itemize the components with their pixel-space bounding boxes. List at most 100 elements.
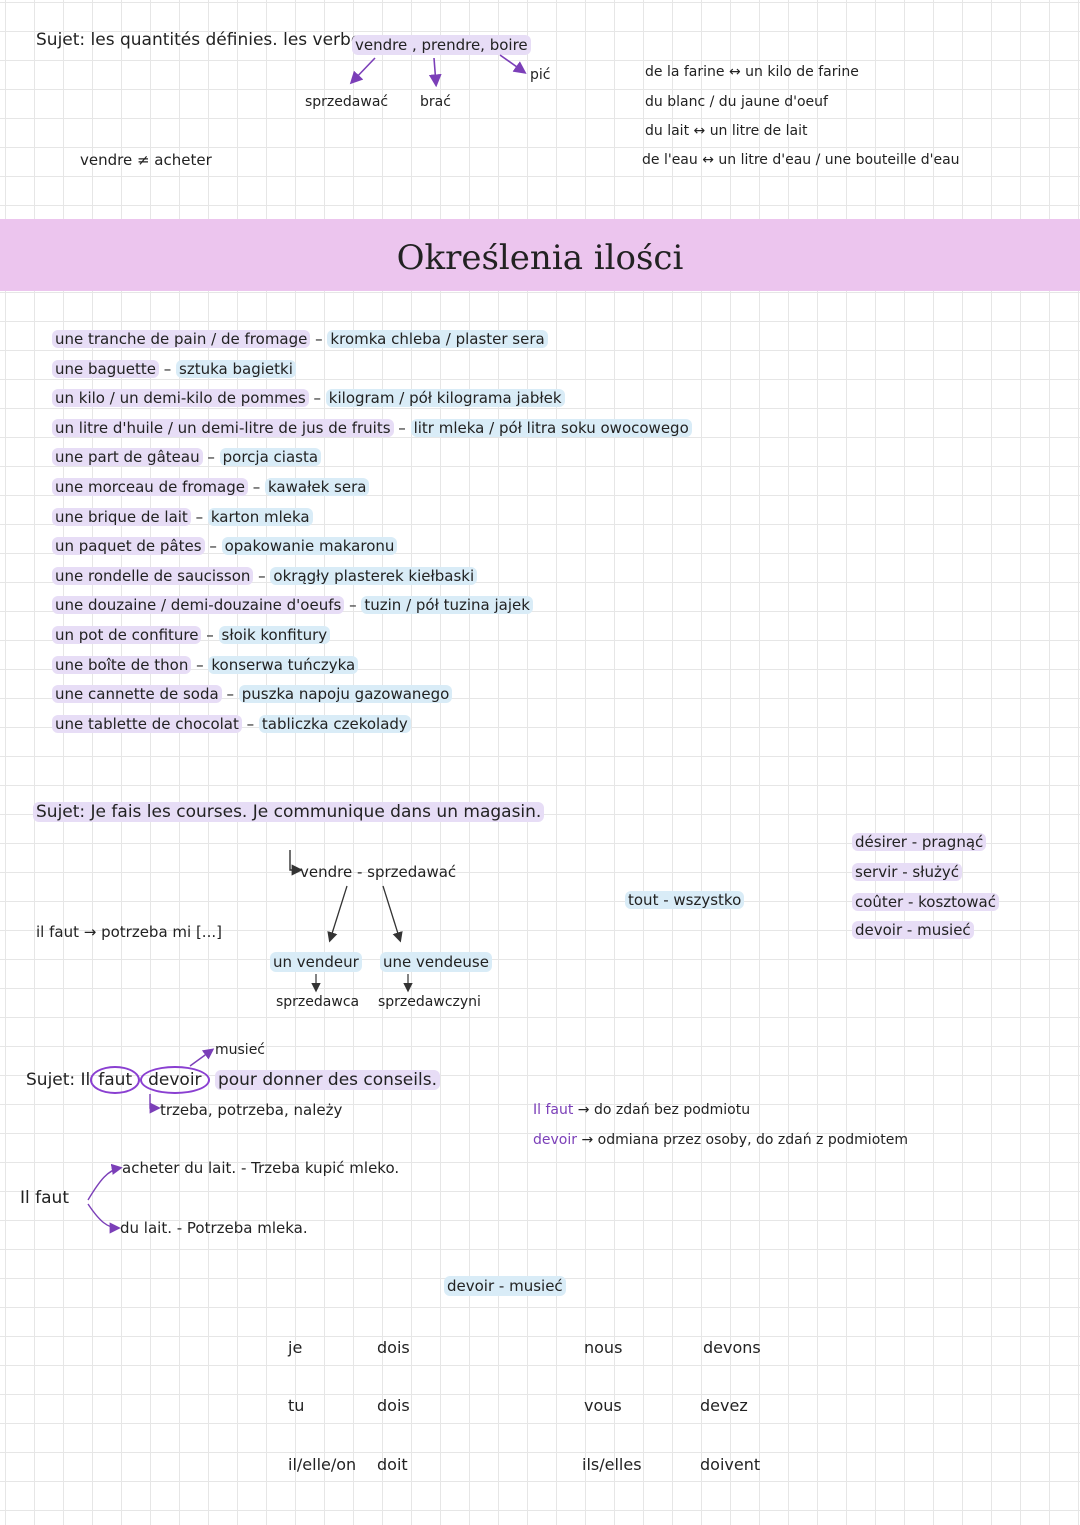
side-word-text: devoir - musieć — [852, 921, 974, 939]
vocab-fr: une tablette de chocolat — [52, 714, 242, 733]
vocab-item: un litre d'huile / un demi-litre de jus … — [52, 414, 692, 444]
side-word-4: devoir - musieć — [852, 920, 974, 940]
conj-pronoun: vous — [584, 1396, 622, 1415]
note-devoir-label: devoir — [533, 1132, 577, 1148]
arrow-ex2 — [87, 1203, 121, 1234]
sprzedawca-label: sprzedawca — [276, 994, 360, 1010]
vocab-item: une tablette de chocolat – tabliczka cze… — [52, 710, 692, 740]
side-word-1: désirer - pragnąć — [852, 832, 987, 852]
vocab-fr: une rondelle de saucisson — [52, 566, 254, 585]
arrow-trzeba — [149, 1094, 161, 1114]
vendeuse-label: une vendeuse — [380, 952, 492, 972]
vendre-label: vendre - sprzedawać — [300, 863, 457, 881]
vocab-item: une boîte de thon – konserwa tuńczyka — [52, 651, 692, 681]
conj-pronoun: nous — [584, 1338, 623, 1357]
vocab-item: une brique de lait – karton mleka — [52, 503, 692, 533]
vocab-fr: une boîte de thon — [52, 655, 192, 674]
tout-label: tout - wszystko — [625, 890, 745, 910]
conj-pronoun: tu — [288, 1396, 305, 1415]
conj-form: devons — [703, 1338, 761, 1357]
arrow-vendeuse — [382, 885, 403, 943]
vendeur-label: un vendeur — [270, 952, 362, 972]
section1-title-text: Sujet: les quantités définies. les verbe… — [36, 30, 371, 50]
conj-pronoun: ils/elles — [582, 1455, 642, 1474]
side-word-text: désirer - pragnąć — [852, 833, 987, 851]
vocab-pl: tuzin / pół tuzina jajek — [361, 596, 533, 615]
banner-title: Określenia ilości — [396, 238, 684, 278]
vocab-item: une douzaine / demi-douzaine d'oeufs – t… — [52, 591, 692, 621]
sprzedawczyni-label: sprzedawczyni — [378, 994, 481, 1010]
brac-label: brać — [420, 94, 451, 110]
devoir-circled: devoir — [140, 1066, 210, 1094]
vocab-pl: tabliczka czekolady — [258, 714, 411, 733]
vocab-pl: kawałek sera — [265, 477, 370, 496]
title-banner — [0, 219, 1080, 291]
partitive-line-4: de l'eau ↔ un litre d'eau / une bouteill… — [642, 152, 960, 168]
vocab-fr: un paquet de pâtes — [52, 537, 205, 556]
vocab-item: un kilo / un demi-kilo de pommes – kilog… — [52, 384, 692, 414]
vocab-item: une part de gâteau – porcja ciasta — [52, 443, 692, 473]
partitive-line-3: du lait ↔ un litre de lait — [645, 123, 808, 139]
arrow-prendre — [428, 57, 442, 88]
vocab-item: une rondelle de saucisson – okrągły plas… — [52, 562, 692, 592]
vocab-fr: une tranche de pain / de fromage — [52, 330, 311, 348]
arrow-vendeur — [327, 885, 348, 943]
note-devoir: devoir → odmiana przez osoby, do zdań z … — [533, 1130, 908, 1150]
section3-rest: pour donner des conseils. — [214, 1070, 440, 1090]
conj-pronoun: je — [288, 1338, 303, 1357]
note-faut-label: Il faut — [533, 1102, 574, 1118]
conj-form: doit — [377, 1455, 408, 1474]
note-faut-text: → do zdań bez podmiotu — [577, 1102, 751, 1118]
devoir-title: devoir - musieć — [444, 1276, 566, 1296]
vocab-fr: une baguette — [52, 359, 159, 378]
vocab-fr: une brique de lait — [52, 507, 191, 526]
arrow-musiec — [189, 1048, 215, 1067]
partitive-line-1: de la farine ↔ un kilo de farine — [645, 64, 859, 80]
vocab-list: une tranche de pain / de fromage – kromk… — [52, 325, 692, 739]
vocab-item: une tranche de pain / de fromage – kromk… — [52, 325, 692, 355]
partitive-line-2: du blanc / du jaune d'oeuf — [645, 94, 828, 110]
pic-label: pić — [530, 67, 551, 83]
note-faut: Il faut → do zdań bez podmiotu — [533, 1100, 750, 1120]
vocab-fr: un kilo / un demi-kilo de pommes — [52, 389, 309, 408]
section3-prefix: Sujet: Il — [26, 1070, 91, 1090]
vocab-pl: okrągły plasterek kiełbaski — [270, 566, 478, 585]
arrow-ex1 — [87, 1163, 123, 1201]
section2-title: Sujet: Je fais les courses. Je communiqu… — [33, 802, 545, 822]
vocab-pl: konserwa tuńczyka — [208, 655, 359, 674]
tout-text: tout - wszystko — [625, 891, 745, 909]
vocab-item: une morceau de fromage – kawałek sera — [52, 473, 692, 503]
vocab-pl: słoik konfitury — [218, 625, 331, 644]
musiec-label: musieć — [215, 1042, 266, 1058]
sprzedawac-label: sprzedawać — [305, 94, 389, 110]
vocab-fr: un litre d'huile / un demi-litre de jus … — [52, 418, 394, 437]
section1-title: Sujet: les quantités définies. les verbe… — [36, 30, 370, 50]
side-word-2: servir - służyć — [852, 862, 962, 882]
conj-form: doivent — [700, 1455, 761, 1474]
vocab-pl: porcja ciasta — [219, 448, 322, 467]
side-word-3: coûter - kosztować — [852, 892, 999, 912]
il-faut-label: il faut → potrzeba mi [...] — [36, 923, 222, 941]
arrow-boire — [499, 54, 527, 74]
example-2: du lait. - Potrzeba mleka. — [120, 1219, 308, 1237]
example-1: acheter du lait. - Trzeba kupić mleko. — [122, 1159, 400, 1177]
vocab-pl: kilogram / pół kilograma jabłek — [325, 389, 565, 408]
vocab-pl: opakowanie makaronu — [221, 537, 398, 556]
il-faut-big: Il faut — [20, 1188, 69, 1208]
vocab-pl: kromka chleba / plaster sera — [327, 330, 548, 348]
vocab-pl: puszka napoju gazowanego — [238, 685, 453, 704]
vendre-acheter: vendre ≠ acheter — [80, 151, 212, 169]
vocab-fr: une part de gâteau — [52, 448, 203, 467]
conj-form: dois — [377, 1338, 410, 1357]
conj-pronoun: il/elle/on — [288, 1455, 357, 1474]
side-word-text: coûter - kosztować — [852, 893, 999, 911]
verbs-list: vendre , prendre, boire — [352, 35, 531, 55]
conj-form: devez — [700, 1396, 748, 1415]
vocab-item: un pot de confiture – słoik konfitury — [52, 621, 692, 651]
faut-circled: faut — [90, 1066, 141, 1094]
arrow-vendre — [349, 57, 376, 85]
vocab-fr: un pot de confiture — [52, 625, 202, 644]
vocab-pl: sztuka bagietki — [176, 359, 296, 378]
vocab-fr: une douzaine / demi-douzaine d'oeufs — [52, 596, 345, 615]
conj-form: dois — [377, 1396, 410, 1415]
